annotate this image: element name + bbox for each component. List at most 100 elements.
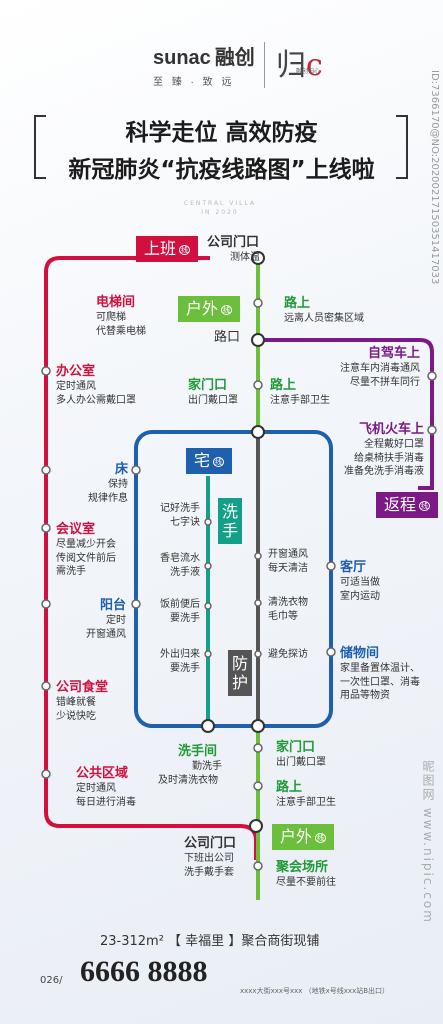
stop-title: 公共区域 [76,766,129,781]
badge-mark: 线 [179,244,191,255]
stop-desc: 要洗手 [170,662,200,674]
stop-bed: 床 保持 规律作息 [78,462,128,505]
interchange-nodes [201,251,265,833]
stop-title: 自驾车上 [367,346,420,361]
stop-desc: 准备免洗手消毒液 [344,466,424,477]
stop-desc: 代替乘电梯 [96,325,146,337]
stop-desc: 传阅文件前后 [56,552,116,564]
brand-divider [264,42,265,88]
stop-desc: 饭前便后 [160,599,200,610]
brand-slogan: 至 臻 · 致 远 [153,77,235,88]
purple-route-line [258,338,434,490]
title-line-1: 科学走位 高效防疫 [125,120,318,146]
stop-living: 客厅 可适当做 室内运动 [340,560,380,603]
stop-title: 客厅 [340,560,367,575]
stop-desc: 香皂流水 [160,553,200,564]
address: xxxx大街xxx号xxx （地铁x号线xxx站B出口） [240,987,390,995]
stop-desc: 定时 [106,615,126,626]
stop-title: 洗手间 [178,744,218,759]
stop-desc: 洗手戴手套 [184,866,234,878]
badge-wash-label: 洗手 [221,502,238,540]
stop-desc: 注意车内消毒通风 [340,363,420,374]
stop-title: 家门口 [188,378,228,393]
badge-outdoor-top-label: 户外 [186,299,219,318]
stop-desc: 尽量减少开会 [56,539,116,550]
stop-crossing: 路口 [214,330,240,346]
subtitle: CENTRAL VILLA IN 2020 [183,200,257,216]
sub-brand-text: 融创归心 [296,68,321,75]
stop-gate-bottom: 家门口 出门戴口罩 [276,740,326,770]
stop-desc: 定时通风 [76,783,116,794]
stop-title: 储物间 [340,646,380,661]
stop-title: 路口 [214,330,241,345]
badge-mark: 线 [221,304,233,315]
wash-stop-1: 记好洗手 七字诀 [150,502,200,529]
stop-desc: 出门戴口罩 [188,395,238,406]
stop-desc: 七字诀 [170,516,200,528]
stop-desc: 可爬梯 [96,312,126,323]
image-id: ID:7366170@NO:20200217150351417033 [429,70,440,285]
stop-selfdrive: 自驾车上 注意车内消毒通风 尽量不拼车同行 [330,346,420,389]
stop-title: 路上 [270,378,297,393]
protect-stop-3: 避免探访 [268,648,308,662]
stop-title: 飞机火车上 [358,422,424,437]
purple-stations [427,371,437,435]
watermark: 昵图网 www.nipic.com [421,760,435,924]
stop-desc: 用品等物资 [340,690,390,701]
stop-title: 公司门口 [184,836,237,851]
stop-title: 阳台 [99,598,126,613]
stop-canteen: 公司食堂 错峰就餐 少说快吃 [56,680,108,723]
stop-desc: 需洗手 [56,566,86,577]
protect-stop-1: 开窗通风 每天清洁 [268,548,308,575]
stop-desc: 家里备置体温计、 [340,663,420,674]
protect-stop-2: 清洗衣物 毛巾等 [268,596,308,623]
stop-road-mid: 路上 注意手部卫生 [270,378,330,408]
stop-desc: 开窗通风 [86,628,126,640]
stop-desc: 每天清洁 [268,562,308,574]
stop-road-top: 路上 远离人员密集区域 [284,296,364,326]
stop-title: 床 [114,462,128,477]
stop-desc: 开窗通风 [268,549,308,560]
stop-balcony: 阳台 定时 开窗通风 [76,598,126,641]
stop-desc: 室内运动 [340,590,380,602]
stop-desc: 少说快吃 [56,710,96,722]
brand-name-cn: 融创 [214,47,255,69]
stop-desc: 尽量不拼车同行 [350,376,420,388]
stop-gate-mid: 家门口 出门戴口罩 [188,378,238,408]
stop-desc: 勤洗手 [192,761,222,772]
stop-desc: 保持 [108,479,128,490]
stop-desc: 定时通风 [56,381,96,392]
stop-title: 路上 [276,780,303,795]
badge-mark: 线 [213,456,225,467]
badge-return: 返程线 [376,492,439,518]
badge-wash: 洗手 [218,498,242,544]
stop-desc: 记好洗手 [160,503,200,514]
badge-outdoor-bottom: 户外线 [272,824,335,850]
badge-home-label: 宅 [194,451,211,470]
badge-mark: 线 [315,832,327,843]
sub-brand-logo: 归c 融创归心 [276,48,323,83]
stop-title: 路上 [284,296,311,311]
badge-work-label: 上班 [144,239,177,258]
stop-title: 聚会场所 [276,860,329,875]
stop-train: 飞机火车上 全程戴好口罩 给桌椅扶手消毒 准备免洗手消毒液 [334,422,424,479]
stop-company-top: 公司门口 测体温 [206,235,260,265]
title-bracket-right [396,115,408,179]
inner-stations [131,465,336,658]
stop-desc: 规律作息 [88,492,128,504]
stop-desc: 外出归来 [160,649,200,660]
stop-office: 办公室 定时通风 多人办公需戴口罩 [56,364,136,407]
badge-protect-label: 防护 [231,654,248,692]
stop-road-bottom: 路上 注意手部卫生 [276,780,336,810]
badge-mark: 线 [419,500,431,511]
stop-title: 公司门口 [206,235,259,250]
badge-outdoor-top: 户外线 [178,296,241,322]
brand-wordmark: sunac [153,47,211,69]
stop-desc: 要洗手 [170,612,200,624]
green-stations [253,298,263,871]
stop-title: 会议室 [56,522,96,537]
stop-desc: 清洗衣物 [268,597,308,608]
stop-title: 公司食堂 [56,680,109,695]
stop-desc: 毛巾等 [268,610,298,622]
badge-return-label: 返程 [384,495,417,514]
